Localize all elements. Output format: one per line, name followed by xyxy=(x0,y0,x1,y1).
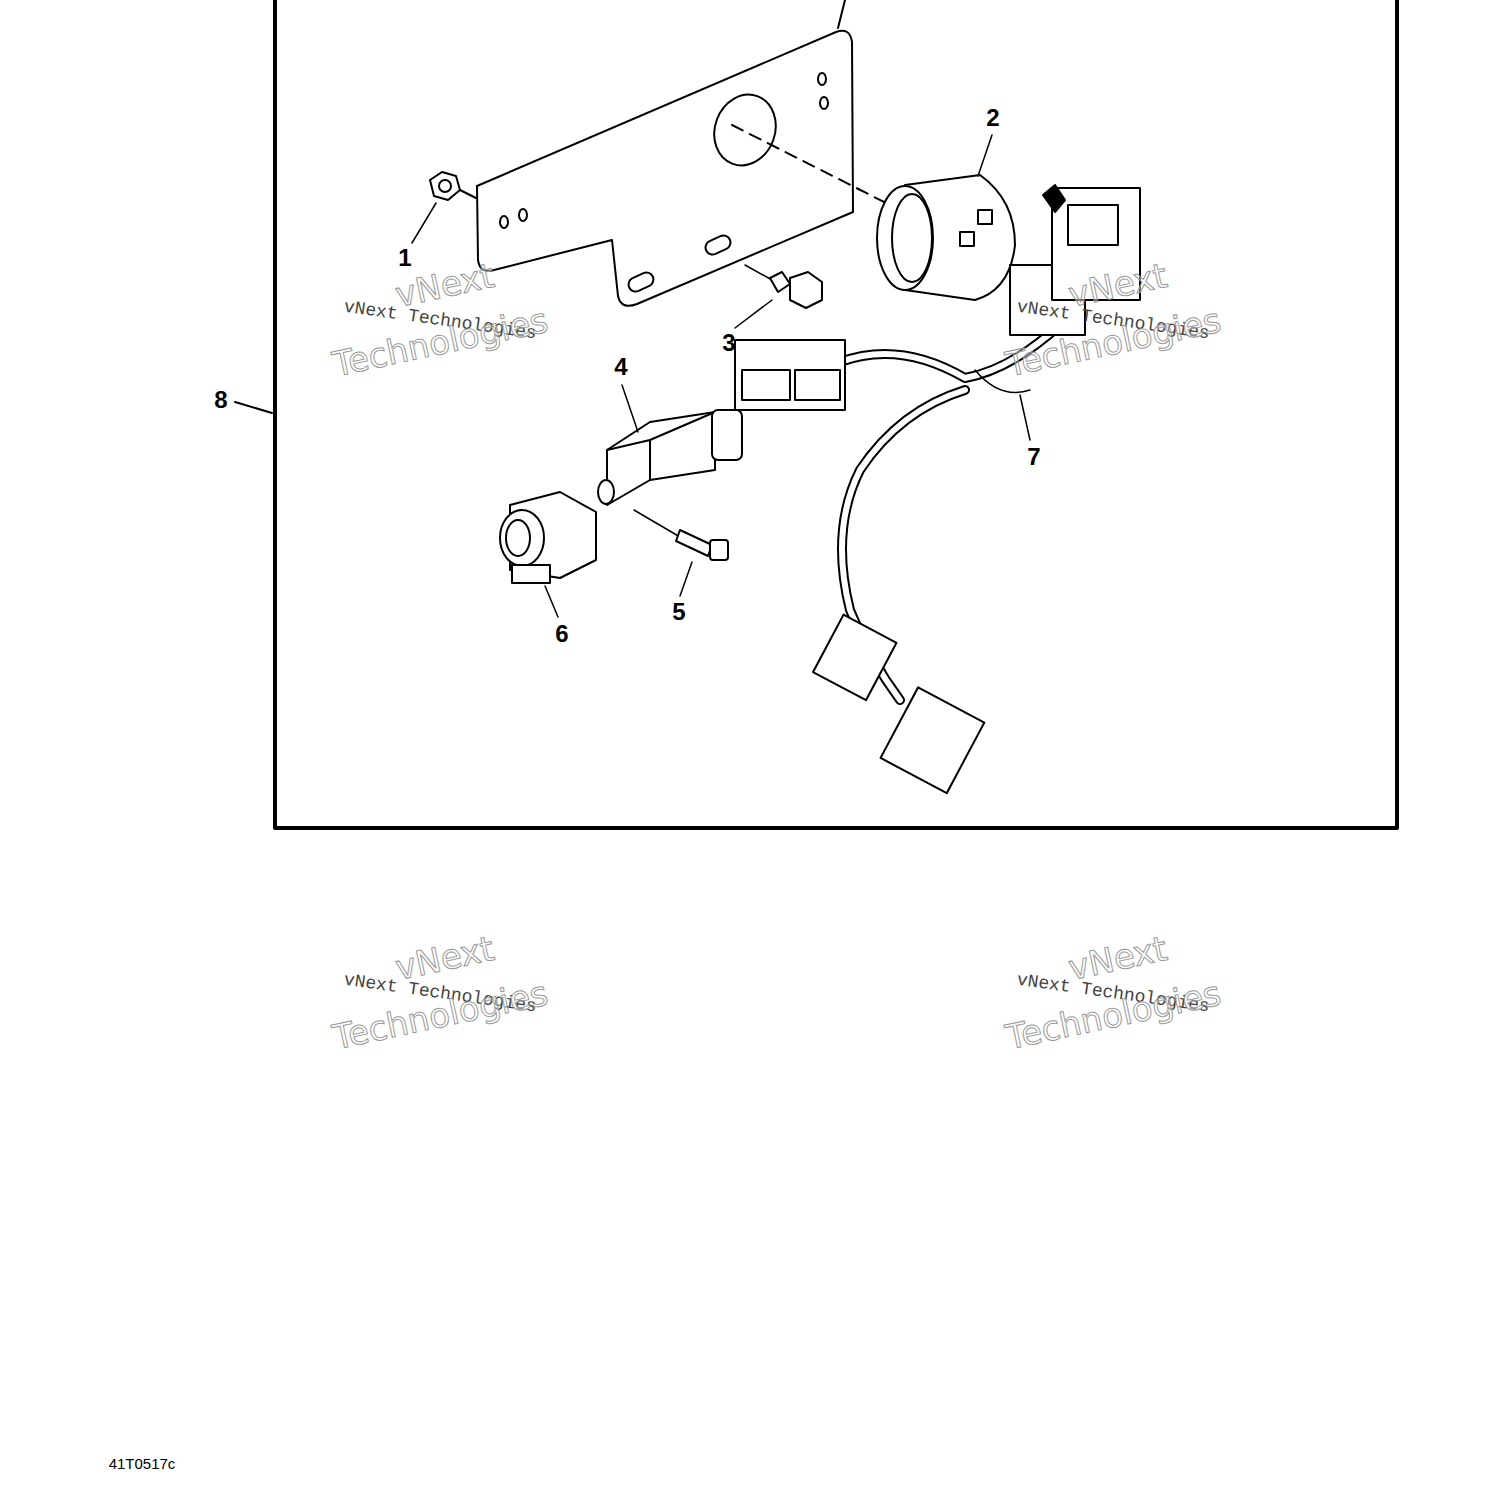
hole xyxy=(820,97,828,109)
leader-line xyxy=(735,300,772,328)
hole xyxy=(500,216,508,228)
leader-line xyxy=(545,586,558,617)
switch-body xyxy=(607,412,715,450)
bolt-head xyxy=(790,272,822,308)
leader-line xyxy=(978,135,992,176)
leader-line xyxy=(622,385,638,432)
callout-number: 7 xyxy=(1027,445,1040,469)
terminal xyxy=(742,370,790,400)
frame xyxy=(275,0,1397,828)
switch-connector xyxy=(712,410,742,460)
watermark: vNext xyxy=(393,931,497,985)
knob-cap xyxy=(506,520,530,556)
callout-number: 2 xyxy=(986,106,999,130)
harness-connector xyxy=(735,340,845,410)
leader-line xyxy=(235,402,272,413)
clip xyxy=(1043,185,1065,212)
harness-connector xyxy=(881,687,985,793)
knob-base xyxy=(512,565,550,583)
bracket-plate xyxy=(477,31,853,306)
watermark: vNext xyxy=(1066,931,1170,985)
leader-line xyxy=(680,562,692,596)
figure-code: 41T0517c xyxy=(109,1456,176,1471)
nut xyxy=(430,172,460,200)
hole xyxy=(519,209,527,221)
bolt xyxy=(770,272,790,292)
plunger xyxy=(598,480,614,504)
nut xyxy=(439,180,451,192)
flasher-face xyxy=(892,194,932,282)
center-line xyxy=(732,125,890,205)
callout-number: 4 xyxy=(614,355,627,379)
leader-line xyxy=(838,0,845,28)
harness-connector xyxy=(813,615,896,701)
switch-body xyxy=(607,412,715,505)
terminal xyxy=(1068,205,1118,245)
screw-head xyxy=(710,540,728,560)
hole xyxy=(704,86,785,174)
slot xyxy=(703,233,732,257)
hole xyxy=(818,73,826,85)
switch-body xyxy=(649,440,651,480)
knob-cap xyxy=(500,510,544,566)
center-line xyxy=(745,265,772,280)
slot xyxy=(626,270,655,294)
callout-number: 5 xyxy=(672,600,685,624)
center-line xyxy=(460,190,476,198)
leader-line xyxy=(412,203,436,243)
flasher-face xyxy=(877,186,933,290)
center-line xyxy=(634,510,680,537)
terminal xyxy=(960,232,974,246)
leader-line xyxy=(1020,395,1030,440)
terminal xyxy=(795,370,840,400)
terminal xyxy=(978,210,992,224)
callout-number: 6 xyxy=(555,622,568,646)
callout-number: 8 xyxy=(214,388,227,412)
callout-number: 3 xyxy=(722,331,735,355)
screw xyxy=(676,530,712,556)
callout-number: 1 xyxy=(398,246,411,270)
